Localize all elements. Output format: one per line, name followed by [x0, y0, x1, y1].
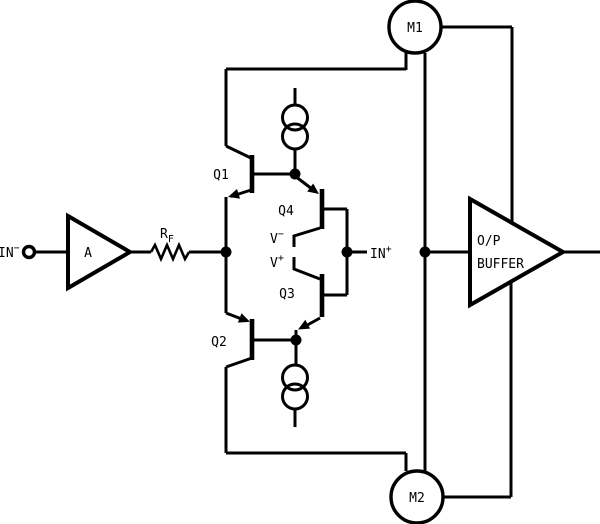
q2-label: Q2 — [211, 335, 227, 350]
resistor-rf-icon — [149, 241, 191, 263]
current-source-bottom-icon — [281, 363, 309, 392]
buffer-a-label: A — [84, 246, 92, 261]
mirror-m2-section: M2 — [226, 282, 513, 524]
v-pos-label: V+ — [270, 253, 284, 271]
q2-emitter-arrow-icon — [237, 313, 250, 323]
in-pos-label: IN+ — [370, 244, 392, 262]
q1-emitter-arrow-icon — [228, 189, 240, 199]
current-source-top — [281, 88, 309, 180]
current-source-bottom — [281, 334, 309, 427]
q1-label: Q1 — [213, 168, 229, 183]
in-neg-label: IN− — [0, 243, 20, 261]
m1-to-buffer-supply-wire — [441, 25, 514, 222]
output-buffer-section: O/P BUFFER — [468, 195, 600, 309]
op-buffer-label-line2: BUFFER — [477, 257, 524, 272]
q3-label: Q3 — [279, 287, 295, 302]
transistor-q2: Q2 — [211, 311, 296, 369]
bottom-rail-wire — [226, 451, 408, 471]
input-negative-section: IN− A RF — [0, 212, 226, 292]
gain-node-section — [419, 53, 470, 471]
m2-label: M2 — [409, 491, 425, 506]
input-positive-section: IN+ — [341, 209, 392, 295]
inverting-input-column — [220, 69, 232, 453]
v-neg-label: V− — [270, 229, 284, 247]
transistor-q1: Q1 — [213, 144, 295, 199]
m2-to-buffer-supply-wire — [443, 282, 513, 499]
q3-emitter-arrow-icon — [298, 319, 311, 330]
q4-collector-vneg-stub — [292, 226, 321, 247]
transistor-q3: Q3 V+ — [270, 253, 347, 340]
q4-emitter-arrow-icon — [307, 183, 319, 194]
input-buffer-a-icon — [66, 212, 134, 292]
current-source-top-icon — [281, 103, 309, 132]
m1-label: M1 — [407, 21, 423, 36]
q1-collector — [225, 144, 252, 160]
q4-emitter — [294, 174, 313, 191]
junction-dot-inverting-node — [220, 246, 232, 258]
q3-collector-vpos-stub — [292, 257, 321, 281]
transistor-q4: Q4 V− — [270, 174, 347, 247]
top-rail-wire — [226, 52, 408, 71]
op-buffer-label-line1: O/P — [477, 234, 501, 249]
rf-label: RF — [160, 227, 174, 245]
mirror-m1-section: M1 — [226, 0, 514, 222]
q4-label: Q4 — [278, 204, 294, 219]
output-buffer-icon — [468, 195, 568, 309]
current-source-top-icon2 — [281, 122, 309, 151]
in-neg-terminal-icon — [21, 244, 37, 260]
current-source-bottom-icon2 — [281, 382, 309, 411]
q2-collector — [225, 356, 253, 369]
